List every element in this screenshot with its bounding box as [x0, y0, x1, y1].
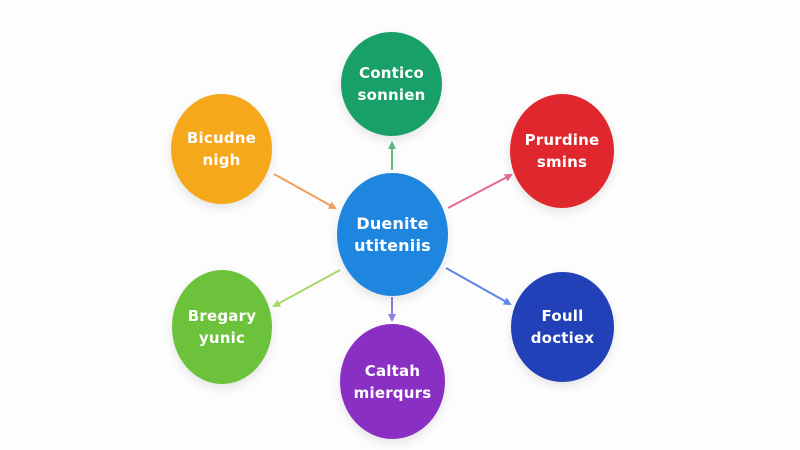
node-top-right: Prurdine smins [510, 94, 614, 208]
connector-center-to-bottom-right [445, 267, 512, 305]
node-bottom-right-label: Foull doctiex [530, 307, 595, 347]
node-bottom-right: Foull doctiex [511, 272, 614, 382]
node-bottom-label: Caltah mierqurs [353, 361, 432, 402]
node-top-left: Bicudne nigh [171, 94, 272, 204]
node-top: Contico sonnien [341, 32, 442, 136]
node-center-label: Duenite utiteniis [354, 213, 431, 255]
node-top-left-label: Bicudne nigh [186, 129, 257, 169]
node-bottom: Caltah mierqurs [340, 324, 445, 439]
node-top-label: Contico sonnien [357, 64, 426, 104]
node-bottom-left-label: Bregary yunic [187, 307, 257, 347]
node-top-right-label: Prurdine smins [524, 131, 600, 171]
connector-center-to-top-right [447, 174, 513, 209]
node-bottom-left: Bregary yunic [172, 270, 272, 384]
connector-center-to-bottom-left [272, 269, 341, 307]
connector-top-left-to-center [273, 173, 337, 209]
node-center: Duenite utiteniis [337, 173, 448, 296]
